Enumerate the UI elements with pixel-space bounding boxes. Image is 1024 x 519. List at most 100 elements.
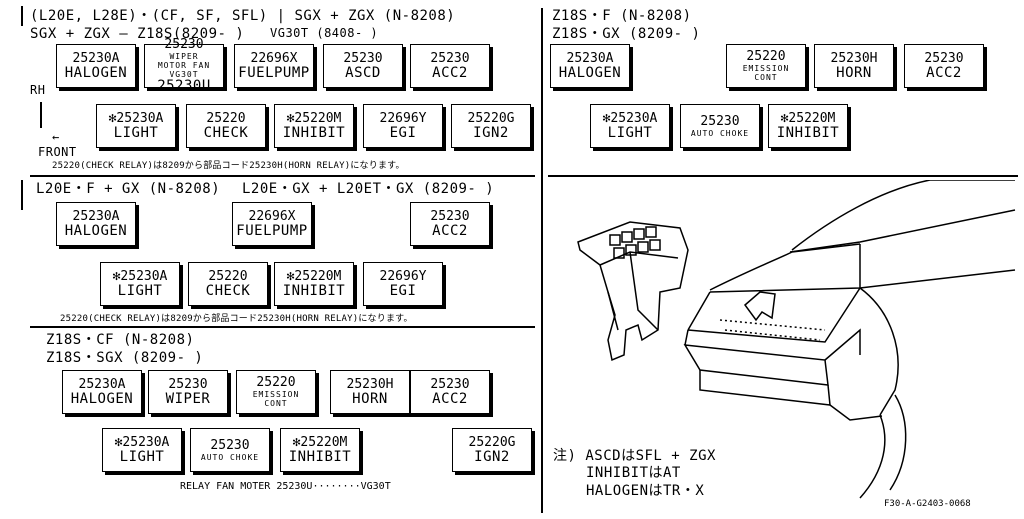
sec3-title2: Z18S・SGX (8209- ) [46,350,204,366]
sec2-title1: L20E・F + GX (N-8208) [36,181,221,197]
front-label: FRONT [38,145,77,159]
relay-code: 25230A [78,376,126,392]
relay-code: ✻25220M [286,268,342,284]
relay-name: 25230U [157,78,211,94]
relay-name: HALOGEN [64,64,128,81]
sec1-note: 25220(CHECK RELAY)は8209から部品コード25230H(HOR… [52,161,405,171]
relay-name: AUTO CHOKE [200,452,260,462]
relay-code: ✻25220M [292,434,348,450]
relay-code: 25230 [164,37,204,52]
relay-code: 25230A [566,50,614,66]
right-note-2: INHIBITはAT [586,465,681,481]
relay-name: IGN2 [473,124,509,141]
front-arrow-icon: ← [52,130,60,144]
relay-code: 25220 [746,49,786,64]
relay-code: 22696Y [379,268,427,284]
sec2-title2: L20E・GX + L20ET・GX (8209- ) [242,181,495,197]
relay-code: 25230 [168,376,208,392]
left-tick-2 [21,180,23,210]
car-fender [859,287,899,416]
relay-code: 25230 [924,50,964,66]
relay-name: WIPER [165,390,211,407]
relay-code: 25230H [346,376,394,392]
relay-code: 25230 [700,113,740,129]
divider-sec2-sec3 [30,326,535,328]
relay-code: ✻25230A [108,110,164,126]
relay-name: CHECK [203,124,249,141]
relay-name: LIGHT [119,448,165,465]
relay-code: ✻25220M [780,110,836,126]
sec1-title2: SGX + ZGX – Z18S(8209- ) [30,26,245,42]
relay-name: INHIBIT [282,282,346,299]
car-relay-illustration [577,180,1016,499]
relay-name: EGI [389,282,417,299]
relay-name: ACC2 [432,390,468,407]
relay-code: 22696X [248,208,296,224]
sec2-note: 25220(CHECK RELAY)は8209から部品コード25230H(HOR… [60,314,413,324]
relay-code: 22696Y [379,110,427,126]
relay-name: INHIBIT [776,124,840,141]
relay-name: EGI [389,124,417,141]
relay-name: EMISSION CONT [742,64,790,82]
relay-name: LIGHT [113,124,159,141]
divider-right [548,175,1018,177]
relay-sub-label: WIPER [169,52,199,61]
relay-name: ACC2 [432,64,468,81]
rh-label: RH [30,83,46,97]
right-title2: Z18S・GX (8209- ) [552,26,701,42]
relay-name: HORN [836,64,872,81]
relay-code: ✻25230A [112,268,168,284]
relay-name: HALOGEN [558,64,622,81]
left-tick [21,6,23,26]
relay-code: 25220G [468,434,516,450]
sec3-footer: RELAY FAN MOTER 25230U········VG30T [180,481,391,492]
figure-reference: F30-A-G2403-0068 [884,499,971,509]
sec1-title1: (L20E, L28E)・(CF, SF, SFL) | SGX + ZGX (… [30,8,456,24]
relay-name: ACC2 [432,222,468,239]
relay-bracket [577,221,689,362]
relay-name: LIGHT [117,282,163,299]
right-title1: Z18S・F (N-8208) [552,8,692,24]
relay-code: ✻25230A [114,434,170,450]
right-note-3: HALOGENはTR・X [586,483,705,499]
relay-code: 25230 [430,376,470,392]
rh-marker [40,102,42,128]
relay-code: 22696X [250,50,298,66]
relay-code: 25230H [830,50,878,66]
relay-name: ASCD [345,64,381,81]
relay-name: HORN [352,390,388,407]
